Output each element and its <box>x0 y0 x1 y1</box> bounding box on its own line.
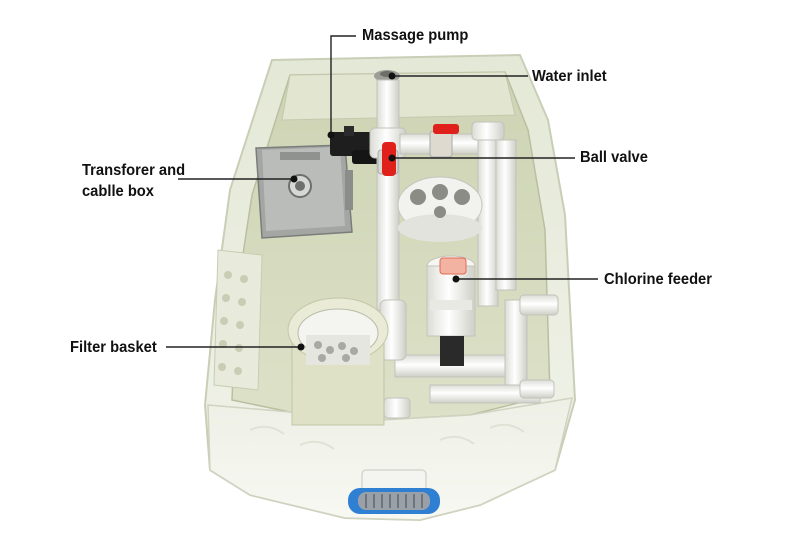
callout-ball-valve: Ball valve <box>580 149 648 166</box>
callout-massage-pump: Massage pump <box>362 27 469 44</box>
chlorine-feeder <box>426 255 476 366</box>
drain-fitting-icon <box>348 469 440 514</box>
callout-chlorine-feeder: Chlorine feeder <box>604 271 712 288</box>
leader-massage-pump <box>330 35 356 135</box>
massage-pump <box>330 126 380 164</box>
leader-lines <box>166 35 598 348</box>
callout-water-inlet: Water inlet <box>532 68 607 85</box>
callout-transformer-line2: cablle box <box>82 183 154 200</box>
jet-manifold <box>397 176 483 242</box>
callout-transformer-line1: Transforer and <box>82 162 186 179</box>
callout-transformer-box: Transforer and cablle box <box>82 160 185 202</box>
filter-basket <box>287 297 389 426</box>
leader-dots <box>290 72 460 351</box>
transformer-box <box>255 144 353 239</box>
callout-filter-basket: Filter basket <box>70 339 157 356</box>
ball-valve <box>377 124 459 176</box>
